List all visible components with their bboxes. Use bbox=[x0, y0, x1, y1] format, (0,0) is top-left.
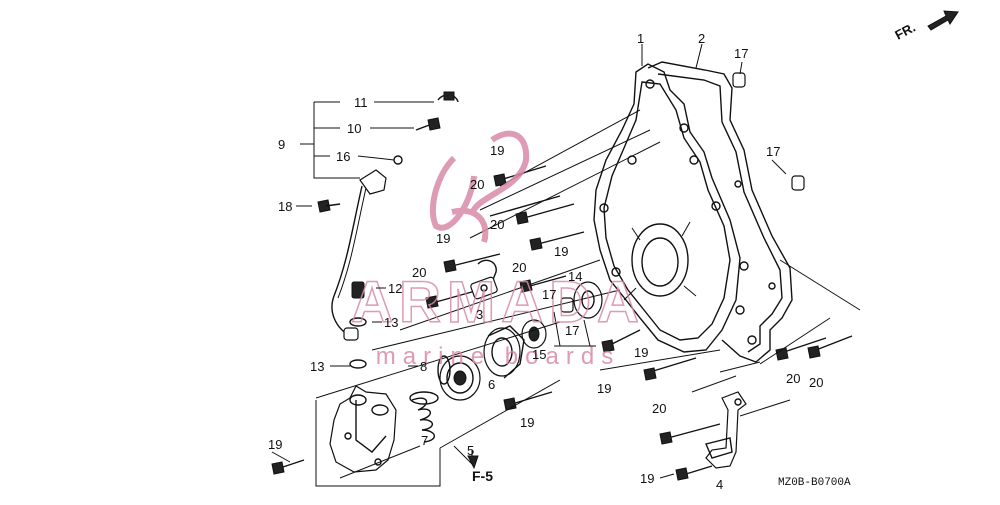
callout-20: 20 bbox=[652, 401, 666, 416]
callout-4: 4 bbox=[716, 477, 723, 492]
callout-20: 20 bbox=[809, 375, 823, 390]
callout-20: 20 bbox=[512, 260, 526, 275]
cover-central-boss bbox=[623, 221, 697, 301]
watermark-logo-icon bbox=[429, 155, 477, 231]
callout-20: 20 bbox=[412, 265, 426, 280]
front-marker-label: FR. bbox=[892, 20, 918, 43]
callout-19: 19 bbox=[597, 381, 611, 396]
callout-1: 1 bbox=[637, 31, 644, 46]
callout-17: 17 bbox=[766, 144, 780, 159]
spring-7 bbox=[409, 391, 439, 443]
callout-2: 2 bbox=[698, 31, 705, 46]
callout-19: 19 bbox=[520, 415, 534, 430]
label-leaders bbox=[271, 205, 675, 479]
diagram-code: MZ0B-B0700A bbox=[778, 477, 851, 489]
clamp-part bbox=[470, 259, 498, 300]
callout-7: 7 bbox=[421, 433, 428, 448]
cover-bolts bbox=[271, 165, 853, 481]
dowel-pin-mid bbox=[560, 297, 574, 313]
callout-5: 5 bbox=[467, 443, 474, 458]
callout-13: 13 bbox=[384, 315, 398, 330]
callout-19: 19 bbox=[634, 345, 648, 360]
cover-rim bbox=[603, 81, 731, 341]
callout-20: 20 bbox=[470, 177, 484, 192]
callout-13: 13 bbox=[310, 359, 324, 374]
seal-8 bbox=[437, 355, 451, 385]
callout-3: 3 bbox=[476, 307, 483, 322]
oil-pipe-assembly bbox=[331, 91, 459, 341]
callout-18: 18 bbox=[278, 199, 292, 214]
callout-19: 19 bbox=[490, 143, 504, 158]
callout-17: 17 bbox=[542, 287, 556, 302]
reference-f5: F-5 bbox=[472, 468, 493, 484]
watermark-brand: ARMADA bbox=[351, 270, 645, 335]
ref-arrow-icon bbox=[467, 455, 479, 470]
dowel-pin-top bbox=[732, 72, 746, 88]
dowel-pin-right bbox=[791, 175, 805, 191]
callout-11: 11 bbox=[354, 95, 368, 110]
callout-17: 17 bbox=[734, 46, 748, 61]
impeller-6 bbox=[483, 325, 525, 379]
callout-19: 19 bbox=[640, 471, 654, 486]
gasket-inner bbox=[657, 73, 783, 353]
washer-13-upper bbox=[349, 317, 367, 327]
callout-14: 14 bbox=[568, 269, 582, 284]
assembly-lines bbox=[315, 43, 861, 487]
callout-19: 19 bbox=[554, 244, 568, 259]
watermark: ARMADA marine boards bbox=[350, 130, 645, 370]
callout-20: 20 bbox=[786, 371, 800, 386]
callout-6: 6 bbox=[488, 377, 495, 392]
bracket-part-4 bbox=[705, 391, 747, 469]
front-direction-marker: FR. bbox=[892, 10, 959, 43]
pump-housing bbox=[329, 385, 397, 473]
callout-9: 9 bbox=[278, 137, 285, 152]
gasket-outline bbox=[647, 61, 793, 363]
callout-16: 16 bbox=[336, 149, 350, 164]
callout-20: 20 bbox=[490, 217, 504, 232]
bearing-part bbox=[573, 281, 603, 319]
front-arrow-icon bbox=[927, 10, 959, 31]
callout-12: 12 bbox=[388, 281, 402, 296]
callout-19: 19 bbox=[268, 437, 282, 452]
crankcase-cover-outline bbox=[593, 63, 741, 353]
callout-labels: 1 2 17 17 11 10 9 16 18 19 20 20 19 19 2… bbox=[268, 31, 823, 492]
sealing-bolt-12 bbox=[351, 281, 365, 299]
callout-15: 15 bbox=[532, 347, 546, 362]
group-bracket-9 bbox=[300, 102, 360, 179]
callout-17: 17 bbox=[565, 323, 579, 338]
callout-8: 8 bbox=[420, 359, 427, 374]
pipe-bolt-18 bbox=[317, 199, 331, 213]
callout-10: 10 bbox=[347, 121, 361, 136]
callout-19: 19 bbox=[436, 231, 450, 246]
washer-13-lower bbox=[349, 359, 367, 369]
cover-bolt-bosses bbox=[599, 79, 776, 345]
